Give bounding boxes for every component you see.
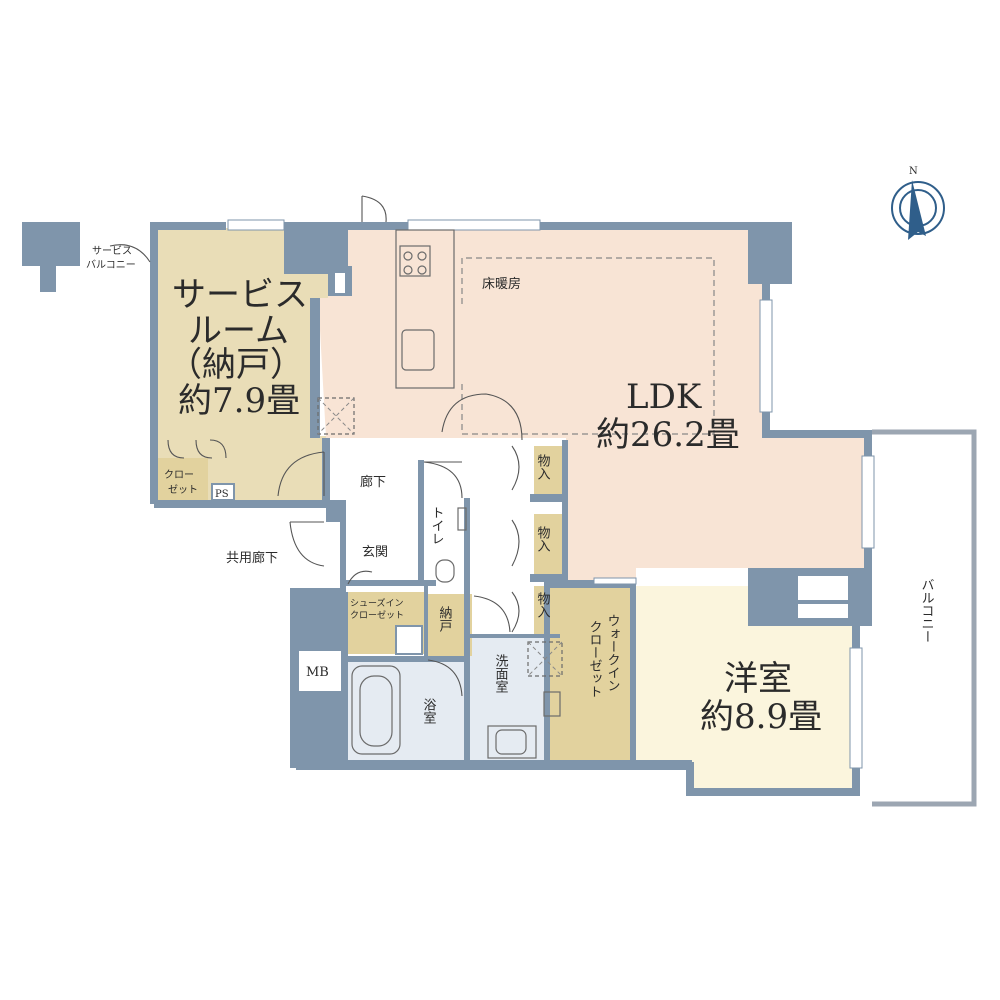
shoes-closet-label-1: シューズイン bbox=[350, 597, 404, 609]
toilet-bowl bbox=[435, 559, 455, 583]
floor-heating-zone bbox=[461, 257, 715, 435]
washroom-label: 洗面室 bbox=[493, 654, 509, 693]
storage-label-3: 物入 bbox=[535, 592, 551, 618]
washbasin-bowl bbox=[495, 729, 527, 755]
shoes-closet-notch bbox=[395, 625, 423, 655]
bathtub-inner bbox=[359, 675, 393, 747]
burner-4 bbox=[417, 265, 427, 275]
toilet-tank bbox=[457, 507, 467, 531]
service-room-label-1: サービス bbox=[172, 275, 308, 315]
walkin-label-2: クローゼット bbox=[587, 620, 603, 698]
service-room-label-2: ルーム bbox=[188, 311, 289, 351]
burner-3 bbox=[403, 265, 413, 275]
nando-label: 納戸 bbox=[437, 606, 453, 632]
common-corridor-label: 共用廊下 bbox=[226, 550, 278, 566]
mb-label: MB bbox=[306, 665, 329, 680]
windows bbox=[227, 219, 875, 769]
burner-2 bbox=[417, 251, 427, 261]
ldk-floor bbox=[318, 228, 868, 580]
balcony-label: バルコニー bbox=[919, 578, 935, 643]
service-room-size: 約7.9畳 bbox=[178, 381, 300, 421]
corridor-label: 廊下 bbox=[360, 474, 386, 490]
entrance-label: 玄関 bbox=[362, 545, 388, 560]
storage-label-1: 物入 bbox=[535, 454, 551, 480]
western-room-label: 洋室 bbox=[724, 659, 792, 699]
storage-label-2: 物入 bbox=[535, 526, 551, 552]
service-balcony-label-1: サービス bbox=[92, 245, 132, 257]
closet-floor bbox=[158, 458, 208, 500]
bathtub bbox=[351, 665, 401, 755]
service-room-floor bbox=[154, 228, 328, 500]
column-block bbox=[798, 576, 848, 600]
cooktop bbox=[399, 245, 431, 277]
service-balcony-floor bbox=[80, 224, 154, 284]
washer-space bbox=[527, 641, 563, 677]
ldk-size: 約26.2畳 bbox=[596, 415, 740, 455]
shaft-small bbox=[333, 271, 347, 295]
western-room-floor bbox=[636, 586, 856, 790]
shoes-closet-label-2: クローゼット bbox=[350, 609, 404, 621]
compass-needle-icon bbox=[908, 180, 926, 240]
ldk-label: LDK bbox=[626, 377, 702, 417]
burner-1 bbox=[403, 251, 413, 261]
doors bbox=[109, 195, 523, 697]
compass-label: N bbox=[909, 166, 918, 177]
floor-heating-label: 床暖房 bbox=[482, 276, 521, 292]
mb-box bbox=[297, 649, 343, 693]
storage-2-floor bbox=[534, 514, 562, 576]
service-room-label-3: （納戸） bbox=[168, 345, 304, 385]
column-block-2 bbox=[798, 604, 848, 618]
bath-floor bbox=[346, 660, 466, 760]
toilet-label: トイレ bbox=[429, 506, 444, 545]
kitchen-counter bbox=[395, 229, 455, 389]
compass: N bbox=[891, 166, 945, 240]
closet-label-1: クロー bbox=[164, 469, 194, 481]
walkin-label-1: ウォークイン bbox=[605, 614, 620, 692]
western-room-size: 約8.9畳 bbox=[700, 697, 822, 737]
washbasin bbox=[487, 725, 537, 759]
fridge-space bbox=[317, 397, 355, 435]
service-balcony-label-2: バルコニー bbox=[86, 259, 136, 271]
closet-label-2: ゼット bbox=[168, 484, 198, 496]
kitchen-sink bbox=[401, 329, 435, 371]
storage-1-floor bbox=[534, 446, 562, 494]
ps-label: PS bbox=[215, 489, 229, 500]
wash-shelf bbox=[543, 691, 561, 717]
washroom-floor bbox=[470, 636, 546, 760]
balcony-rail bbox=[872, 429, 977, 807]
bath-label: 浴室 bbox=[421, 698, 437, 724]
